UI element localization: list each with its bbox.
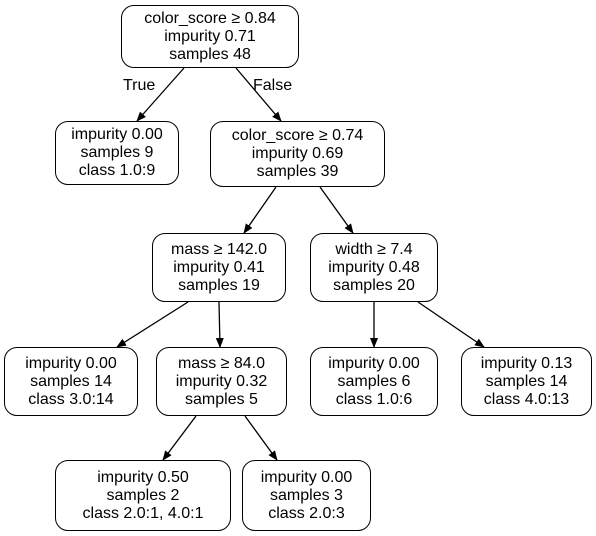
node-condition: mass ≥ 84.0 [177,354,266,372]
node-impurity: impurity 0.41 [173,258,265,276]
node-class: class 4.0:13 [483,390,570,408]
node-samples: samples 3 [270,486,343,504]
tree-node-leaf: impurity 0.00 samples 3 class 2.0:3 [242,460,371,531]
edge-split-f-to-leaf-i [162,415,197,461]
node-class: class 2.0:3 [268,504,345,522]
node-samples: samples 14 [30,372,112,390]
edge-split-d-to-leaf-h [417,301,485,348]
node-samples: samples 48 [169,45,251,63]
tree-node-split: mass ≥ 142.0 impurity 0.41 samples 19 [152,233,286,302]
node-class: class 3.0:14 [28,390,114,408]
edge-root-to-leaf-a [136,67,185,122]
node-class: class 2.0:1, 4.0:1 [82,504,204,522]
node-impurity: impurity 0.48 [328,258,420,276]
node-condition: mass ≥ 142.0 [171,240,267,258]
edge-label-false: False [253,77,293,94]
node-samples: samples 14 [485,372,568,390]
tree-node-leaf: impurity 0.13 samples 14 class 4.0:13 [461,347,592,416]
edge-split-f-to-leaf-j [244,415,278,461]
tree-node-split: mass ≥ 84.0 impurity 0.32 samples 5 [156,347,287,416]
edge-split-c-to-split-f [215,301,224,348]
edge-split-b-to-split-d [319,186,354,234]
tree-node-split: color_score ≥ 0.74 impurity 0.69 samples… [210,121,385,187]
node-impurity: impurity 0.71 [164,27,256,45]
node-impurity: impurity 0.69 [251,145,344,162]
node-impurity: impurity 0.00 [25,354,117,372]
edge-split-c-to-leaf-e [116,301,189,348]
node-samples: samples 19 [178,276,260,294]
edge-label-true: True [123,77,156,94]
tree-node-leaf: impurity 0.00 samples 14 class 3.0:14 [4,347,138,416]
edge-root-to-split-b [235,67,282,122]
node-condition: color_score ≥ 0.74 [231,127,364,144]
node-samples: samples 5 [185,390,258,408]
tree-node-leaf: impurity 0.50 samples 2 class 2.0:1, 4.0… [55,460,231,531]
node-impurity: impurity 0.00 [260,468,353,486]
node-class: class 1.0:9 [78,162,156,179]
node-class: class 1.0:6 [335,390,413,408]
node-samples: samples 39 [256,163,339,180]
node-impurity: impurity 0.32 [175,372,268,390]
node-impurity: impurity 0.00 [71,126,163,143]
node-impurity: impurity 0.13 [480,354,573,372]
node-condition: color_score ≥ 0.84 [144,9,276,27]
tree-node-root: color_score ≥ 0.84 impurity 0.71 samples… [121,5,299,68]
tree-node-leaf: impurity 0.00 samples 6 class 1.0:6 [310,347,438,416]
node-samples: samples 20 [333,276,415,294]
edge-split-b-to-split-c [243,186,277,234]
tree-node-split: width ≥ 7.4 impurity 0.48 samples 20 [310,233,438,302]
node-impurity: impurity 0.50 [97,468,189,486]
node-samples: samples 2 [106,486,180,504]
node-impurity: impurity 0.00 [328,354,420,372]
node-condition: width ≥ 7.4 [335,240,413,258]
tree-node-leaf: impurity 0.00 samples 9 class 1.0:9 [55,121,179,185]
node-samples: samples 9 [80,144,154,161]
node-samples: samples 6 [337,372,411,390]
